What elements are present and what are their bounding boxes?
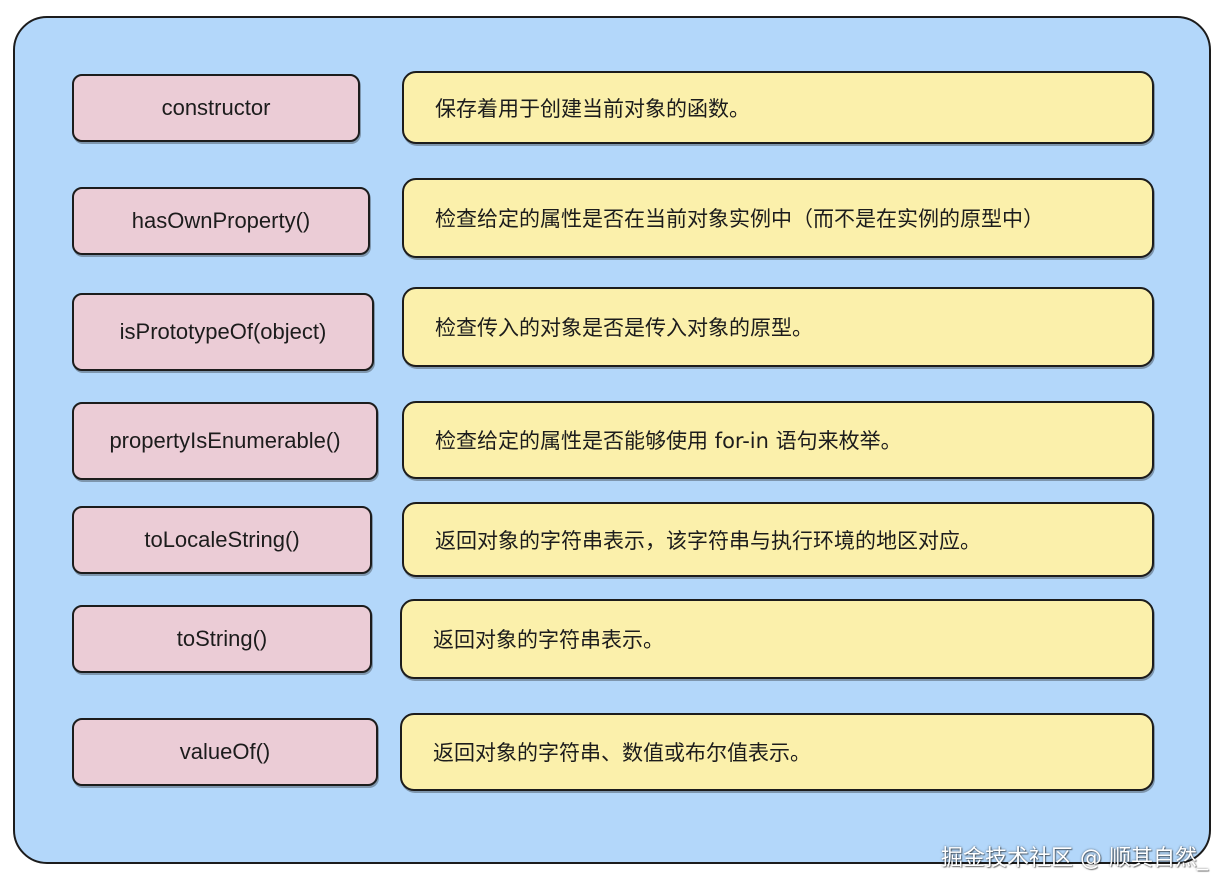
method-box-propertyisenumerable: propertyIsEnumerable() [72,402,378,480]
description-box-propertyisenumerable: 检查给定的属性是否能够使用 for-in 语句来枚举。 [402,401,1154,479]
description-box-tostring: 返回对象的字符串表示。 [400,599,1154,679]
method-box-isprototypeof: isPrototypeOf(object) [72,293,374,371]
description-box-valueof: 返回对象的字符串、数值或布尔值表示。 [400,713,1154,791]
description-box-constructor: 保存着用于创建当前对象的函数。 [402,71,1154,144]
method-box-hasownproperty: hasOwnProperty() [72,187,370,255]
method-box-tostring: toString() [72,605,372,673]
method-box-valueof: valueOf() [72,718,378,786]
method-box-tolocalestring: toLocaleString() [72,506,372,574]
description-box-isprototypeof: 检查传入的对象是否是传入对象的原型。 [402,287,1154,367]
description-box-hasownproperty: 检查给定的属性是否在当前对象实例中（而不是在实例的原型中） [402,178,1154,258]
watermark-text: 掘金技术社区 @ 顺其自然_ [941,846,1208,871]
method-box-constructor: constructor [72,74,360,142]
description-box-tolocalestring: 返回对象的字符串表示，该字符串与执行环境的地区对应。 [402,502,1154,577]
